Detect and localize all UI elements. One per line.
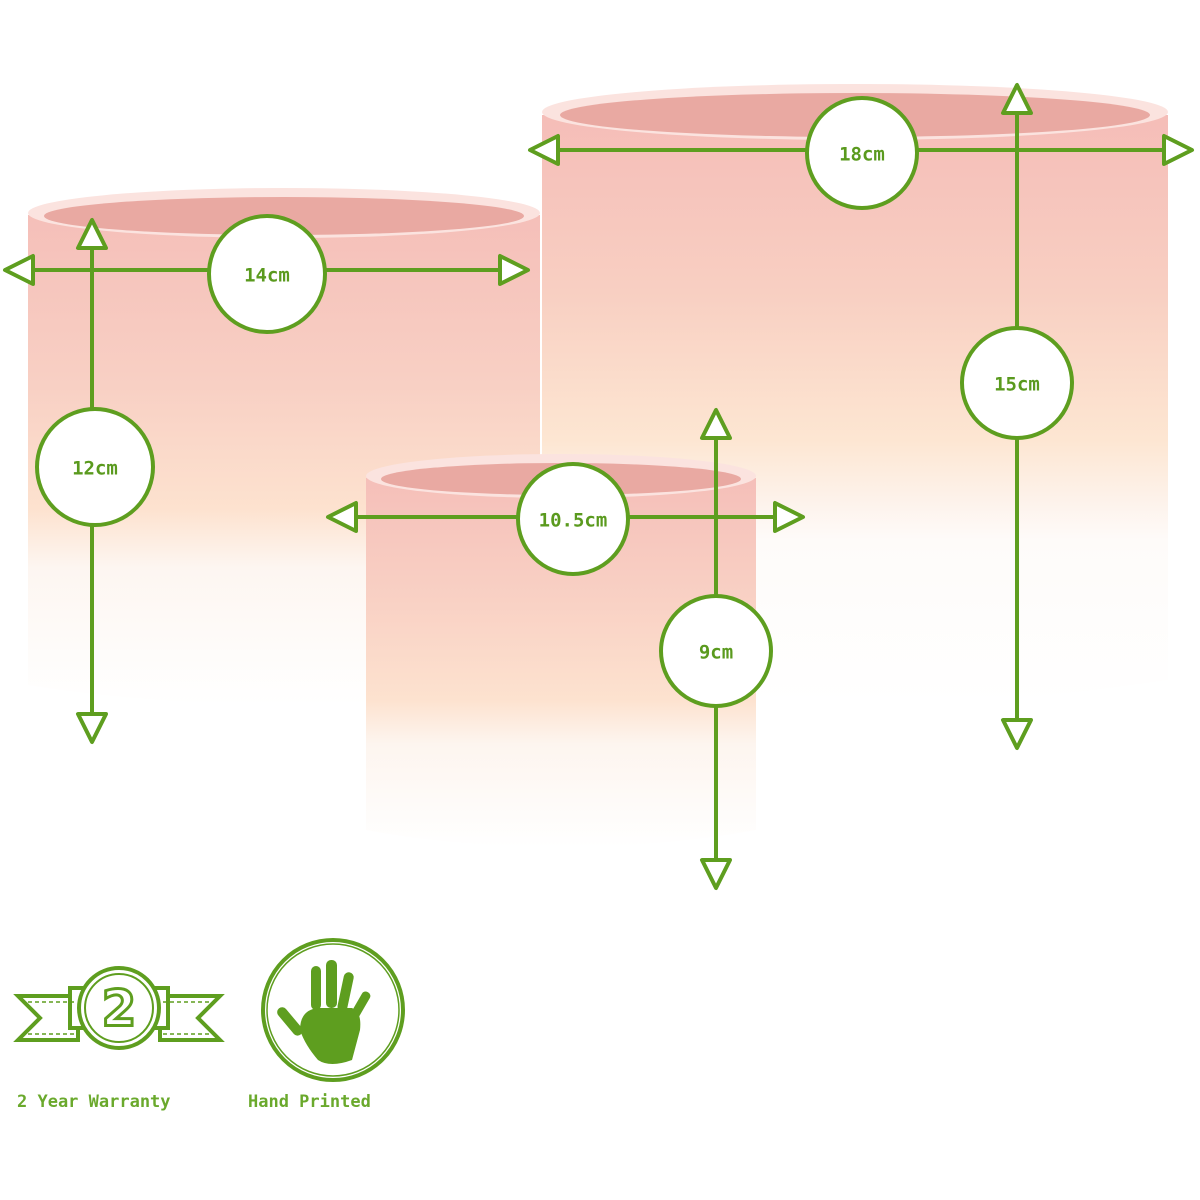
dimension-medium-height: 12cm (35, 407, 155, 527)
svg-text:2: 2 (102, 980, 137, 1038)
hand-printed-label: Hand Printed (248, 1092, 371, 1112)
svg-text:18cm: 18cm (839, 144, 885, 166)
svg-text:15cm: 15cm (994, 374, 1040, 396)
warranty-label: 2 Year Warranty (17, 1092, 171, 1112)
svg-text:14cm: 14cm (244, 265, 290, 287)
dimension-small-height: 9cm (659, 594, 773, 708)
dimension-large-height: 15cm (960, 326, 1074, 440)
svg-text:10.5cm: 10.5cm (539, 510, 608, 532)
dimension-large-width: 18cm (805, 96, 919, 210)
dimension-medium-width: 14cm (207, 214, 327, 334)
svg-text:12cm: 12cm (72, 458, 118, 480)
dimension-small-width: 10.5cm (516, 462, 630, 576)
svg-text:9cm: 9cm (699, 642, 733, 664)
warranty-ribbon-icon: 2 (13, 966, 225, 1050)
hand-printed-icon (261, 938, 405, 1082)
